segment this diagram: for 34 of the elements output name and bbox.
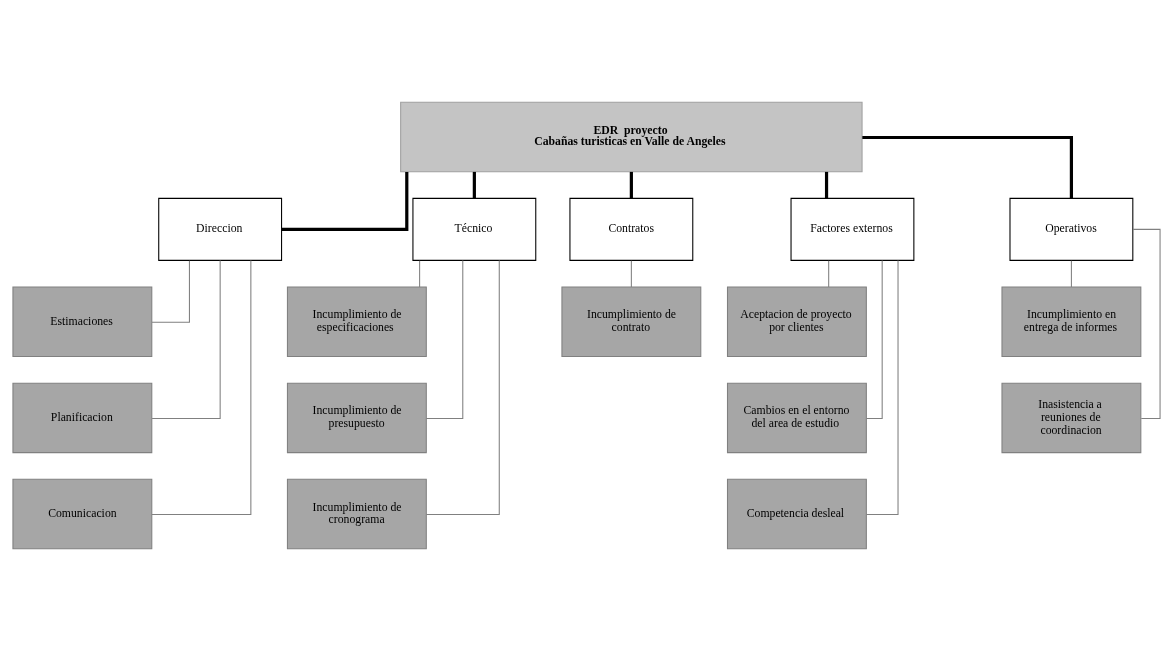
connector	[824, 171, 829, 198]
connector	[828, 259, 830, 288]
connector	[425, 259, 464, 419]
connector	[866, 259, 899, 515]
connector	[1132, 228, 1161, 419]
node-box: Planificacion	[12, 382, 153, 453]
connector	[630, 259, 632, 288]
node-box: Estimaciones	[12, 286, 153, 357]
node-box: Inasistencia a reuniones de coordinacion	[1001, 382, 1142, 453]
node-box: Cambios en el entorno del area de estudio	[726, 382, 867, 453]
node-box: EDR proyecto Cabañas turisticas en Valle de Angeles	[400, 101, 863, 172]
node-box: Aceptacion de proyecto por clientes	[726, 286, 867, 357]
connector	[425, 259, 500, 515]
connector	[281, 171, 409, 231]
connector	[629, 171, 633, 198]
node-box: Competencia desleal	[726, 478, 867, 549]
connector	[151, 259, 221, 419]
node-box: Comunicacion	[12, 478, 153, 549]
node-box: Incumplimiento de contrato	[561, 286, 702, 357]
node-box: Técnico	[412, 197, 537, 261]
connector	[472, 171, 476, 198]
connector	[151, 259, 252, 515]
connector	[151, 259, 190, 323]
node-box: Incumplimiento de presupuesto	[286, 382, 427, 453]
node-box: Incumplimiento en entrega de informes	[1001, 286, 1142, 357]
node-box: Incumplimiento de cronograma	[286, 478, 427, 549]
node-box: Direccion	[158, 197, 283, 261]
connector	[1070, 259, 1072, 288]
node-box: Contratos	[569, 197, 694, 261]
node-box: Operativos	[1009, 197, 1134, 261]
connector	[862, 135, 1073, 198]
node-box: Incumplimiento de especificaciones	[286, 286, 427, 357]
connector	[419, 259, 421, 288]
node-box: Factores externos	[790, 197, 915, 261]
